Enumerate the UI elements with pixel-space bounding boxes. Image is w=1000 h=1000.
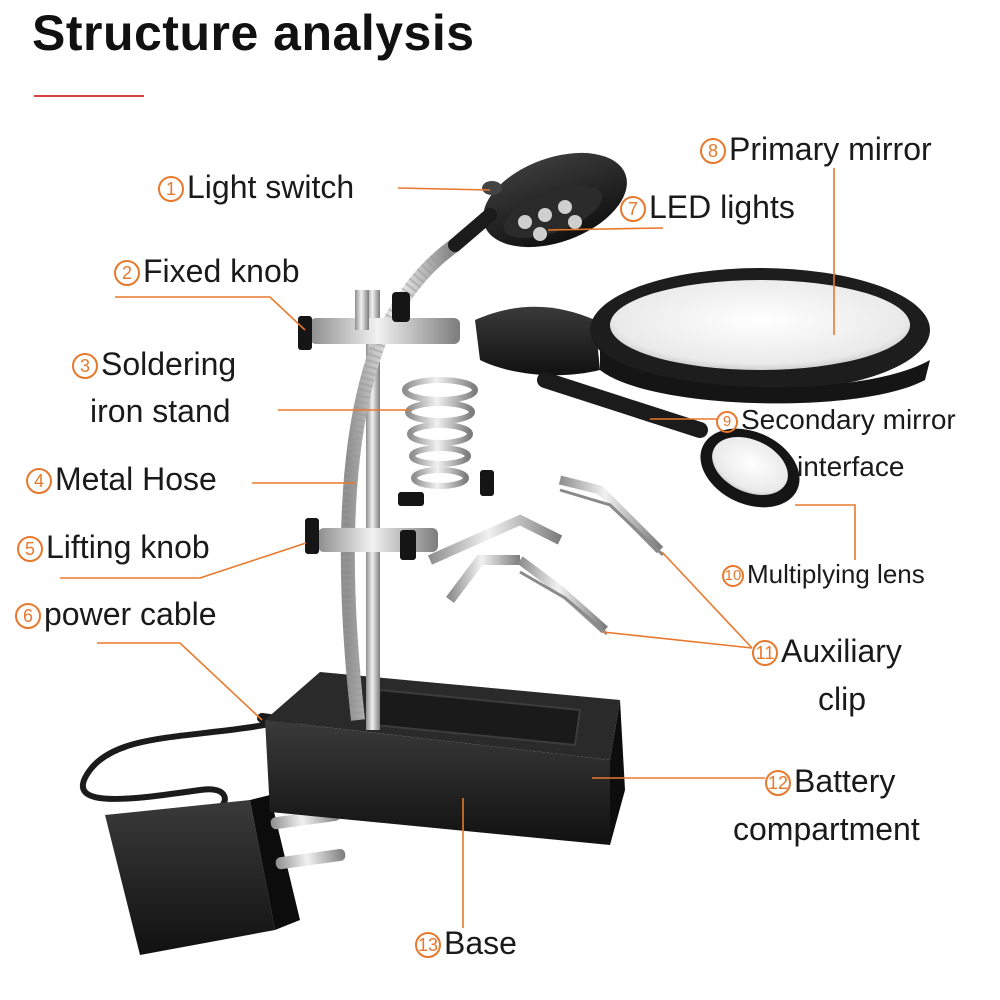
- number-badge: 3: [72, 353, 98, 379]
- leader-power-cable: [97, 642, 263, 721]
- soldering-iron-stand: [402, 377, 478, 489]
- leader-light-switch: [397, 187, 491, 191]
- label-auxiliary-clip-line2: clip: [818, 681, 867, 717]
- leader-multiplying-lens: [795, 504, 856, 560]
- number-badge: 5: [17, 536, 43, 562]
- power-cable: [79, 717, 291, 813]
- led-lamp-head: [448, 152, 627, 252]
- number-badge: 7: [620, 196, 646, 222]
- number-badge: 4: [26, 468, 52, 494]
- number-badge: 11: [752, 640, 778, 666]
- label-secondary-mirror-interface-line2: interface: [797, 451, 905, 482]
- number-badge: 9: [716, 410, 738, 433]
- label-soldering-iron-stand-line2: iron stand: [90, 393, 231, 429]
- label-battery-compartment-line2: compartment: [733, 811, 920, 847]
- leader-lifting-knob: [60, 542, 307, 579]
- fixed-knob-clamp: [298, 290, 460, 350]
- number-badge: 12: [765, 770, 791, 796]
- number-badge: 13: [415, 932, 441, 958]
- secondary-magnifier: [537, 372, 800, 508]
- number-badge: 10: [722, 564, 744, 587]
- page-title: Structure analysis: [32, 5, 475, 61]
- base-box: [265, 672, 625, 845]
- number-badge: 2: [114, 260, 140, 286]
- leader-aux-clip-1: [661, 551, 753, 649]
- leader-aux-clip-2: [602, 631, 753, 649]
- number-badge: 8: [700, 138, 726, 164]
- title-underline: [34, 95, 144, 97]
- leader-fixed-knob: [115, 296, 306, 331]
- number-badge: 6: [15, 603, 41, 629]
- helping-hands: [305, 470, 665, 636]
- primary-magnifier: [475, 268, 930, 404]
- number-badge: 1: [158, 176, 184, 202]
- leader-led-lights: [547, 227, 664, 231]
